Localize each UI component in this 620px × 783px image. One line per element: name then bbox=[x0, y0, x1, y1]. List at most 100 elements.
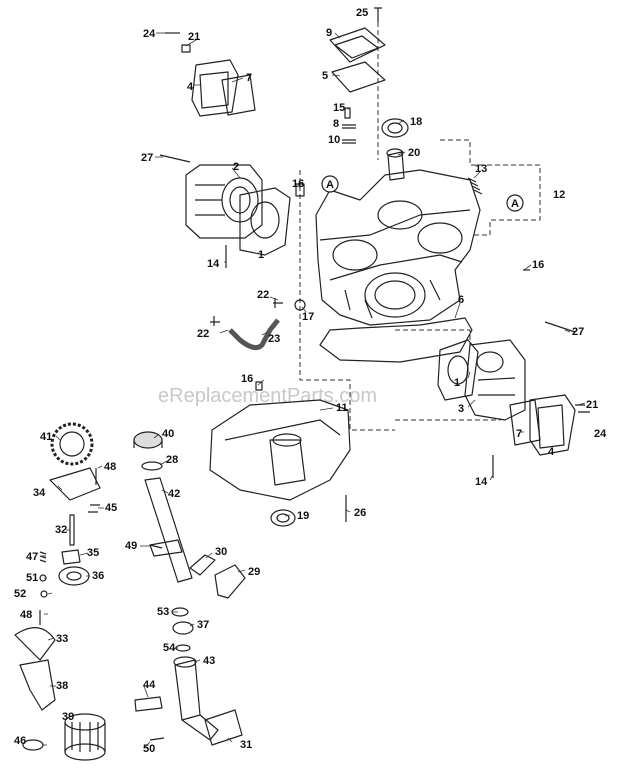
part-number-label: 54 bbox=[163, 642, 176, 654]
bolt bbox=[149, 544, 163, 549]
part-number-label: 6 bbox=[458, 294, 464, 306]
cylinder-head-right bbox=[464, 339, 526, 421]
part-number-label: 40 bbox=[162, 428, 174, 440]
crankcase-gasket bbox=[319, 317, 473, 363]
part-number-label: 16 bbox=[532, 259, 544, 271]
bushing bbox=[387, 151, 405, 181]
cylinder-block bbox=[315, 169, 481, 326]
part-number-label: 27 bbox=[141, 152, 153, 164]
oil-seal-top bbox=[381, 118, 409, 138]
part-number-label: 22 bbox=[257, 289, 269, 301]
part-number-label: 2 bbox=[233, 161, 239, 173]
part-number-label: 26 bbox=[354, 507, 366, 519]
part-number-label: 25 bbox=[356, 7, 368, 19]
head-gasket-right bbox=[437, 339, 479, 401]
part-number-label: 8 bbox=[333, 118, 339, 130]
part-number-label: 27 bbox=[572, 326, 584, 338]
dowel-pin bbox=[255, 381, 263, 391]
ball bbox=[40, 590, 48, 598]
part-number-label: 14 bbox=[475, 476, 488, 488]
part-number-label: 44 bbox=[143, 679, 156, 691]
cylinder-head-left bbox=[185, 164, 263, 239]
part-number-label: 7 bbox=[246, 72, 252, 84]
part-number-label: 28 bbox=[166, 454, 178, 466]
part-number-label: 19 bbox=[297, 510, 309, 522]
oil-seal-bottom bbox=[270, 509, 296, 527]
valve-cover-left bbox=[191, 59, 239, 117]
dowel-pin bbox=[344, 107, 351, 119]
bolt bbox=[149, 737, 165, 741]
part-number-label: 18 bbox=[410, 116, 422, 128]
part-number-label: 52 bbox=[14, 588, 26, 600]
part-number-label: 10 bbox=[328, 134, 340, 146]
callout-marker: A bbox=[506, 194, 524, 212]
screw bbox=[575, 404, 590, 413]
part-number-label: 7 bbox=[516, 428, 522, 440]
part-number-label: 11 bbox=[336, 402, 348, 414]
part-number-label: 48 bbox=[20, 609, 32, 621]
tube-bracket bbox=[189, 554, 216, 576]
pin bbox=[342, 124, 356, 129]
valve-cover-fins bbox=[199, 71, 229, 109]
part-number-label: 31 bbox=[240, 739, 252, 751]
oil-fill-tube bbox=[174, 659, 201, 721]
oil-pump-rotor bbox=[58, 566, 90, 586]
oil-filter bbox=[64, 713, 106, 761]
washer bbox=[294, 299, 306, 311]
part-number-label: 36 bbox=[92, 570, 104, 582]
part-number-label: 3 bbox=[458, 403, 464, 415]
part-number-label: 53 bbox=[157, 606, 169, 618]
clamp bbox=[273, 298, 283, 308]
part-number-label: 21 bbox=[586, 399, 598, 411]
part-number-label: 21 bbox=[188, 31, 200, 43]
svg-text:A: A bbox=[326, 179, 334, 191]
part-number-label: 49 bbox=[125, 540, 137, 552]
o-ring bbox=[141, 461, 163, 471]
part-number-label: 20 bbox=[408, 147, 420, 159]
spring bbox=[467, 177, 483, 195]
part-number-label: 47 bbox=[26, 551, 38, 563]
part-number-label: 5 bbox=[322, 70, 328, 82]
oil-sump bbox=[209, 399, 351, 501]
filter-adapter bbox=[19, 659, 56, 711]
head-bolt bbox=[159, 154, 191, 163]
part-number-label: 9 bbox=[326, 27, 332, 39]
part-number-label: 1 bbox=[258, 249, 264, 261]
spacer bbox=[181, 44, 191, 53]
part-number-label: 41 bbox=[40, 431, 52, 443]
part-number-label: 23 bbox=[268, 333, 280, 345]
part-number-label: 38 bbox=[56, 680, 68, 692]
svg-text:A: A bbox=[511, 198, 519, 210]
part-number-label: 48 bbox=[104, 461, 116, 473]
plug bbox=[172, 621, 194, 635]
part-number-label: 37 bbox=[197, 619, 209, 631]
part-number-label: 43 bbox=[203, 655, 215, 667]
breather-gasket bbox=[331, 61, 386, 93]
pin bbox=[88, 504, 100, 513]
governor-plate bbox=[49, 467, 101, 501]
dipstick-cap bbox=[133, 431, 163, 449]
part-number-label: 51 bbox=[26, 572, 38, 584]
part-number-label: 42 bbox=[168, 488, 180, 500]
pump-cover bbox=[14, 627, 56, 661]
part-number-label: 24 bbox=[143, 28, 156, 40]
valve-cover-gasket-right bbox=[509, 399, 541, 446]
governor-shaft bbox=[69, 514, 75, 546]
part-number-label: 16 bbox=[292, 178, 304, 190]
governor-cup bbox=[61, 549, 81, 565]
part-number-label: 1 bbox=[454, 377, 460, 389]
part-number-label: 4 bbox=[187, 81, 194, 93]
dipstick-tube bbox=[144, 477, 193, 583]
part-number-label: 45 bbox=[105, 502, 117, 514]
callout-marker: A bbox=[321, 175, 339, 193]
dowel-pin bbox=[295, 183, 305, 197]
part-number-label: 30 bbox=[215, 546, 227, 558]
part-number-label: 34 bbox=[33, 487, 46, 499]
head-gasket-left bbox=[239, 187, 291, 256]
part-number-label: 22 bbox=[197, 328, 209, 340]
gasket-bore bbox=[250, 201, 280, 239]
part-number-label: 16 bbox=[241, 373, 253, 385]
part-number-label: 15 bbox=[333, 102, 345, 114]
part-number-label: 4 bbox=[548, 446, 555, 458]
